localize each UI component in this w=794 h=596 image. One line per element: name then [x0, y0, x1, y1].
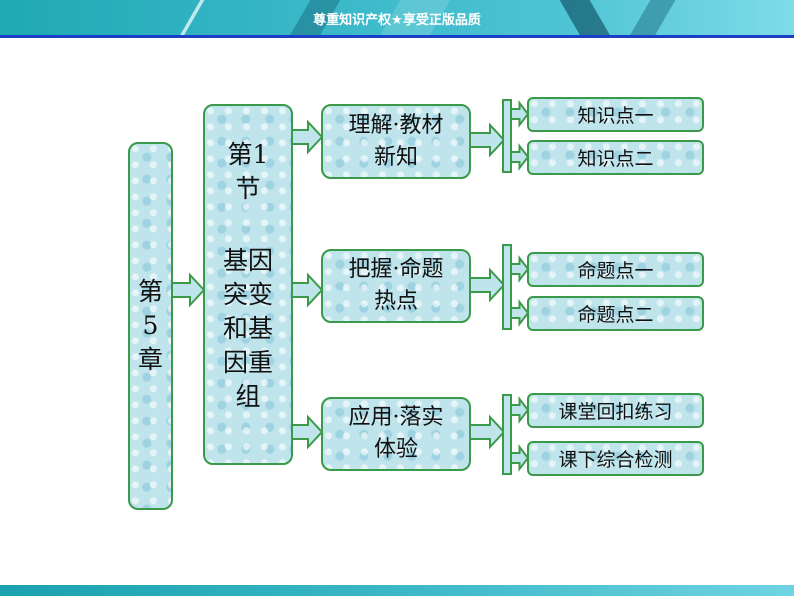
group-label: 把握·命题	[348, 257, 444, 282]
bracket	[502, 394, 512, 475]
banner-divider	[0, 35, 794, 38]
group-label: 理解·教材	[348, 112, 444, 138]
section-number: 第1	[227, 140, 269, 169]
leaf-class-practice[interactable]: 课堂回扣练习	[527, 393, 704, 428]
group-box-master[interactable]: 把握·命题 热点	[321, 249, 471, 323]
leaf-topic-1[interactable]: 命题点一	[527, 252, 704, 287]
group-box-apply[interactable]: 应用·落实 体验	[321, 397, 471, 471]
leaf-knowledge-1[interactable]: 知识点一	[527, 97, 704, 132]
leaf-topic-2[interactable]: 命题点二	[527, 296, 704, 331]
arrow-icon	[510, 444, 530, 472]
arrow-icon	[469, 122, 506, 158]
arrow-icon	[510, 396, 530, 424]
section-title-line: 突变	[222, 280, 273, 309]
footer-banner	[0, 585, 794, 596]
header-banner: 尊重知识产权★享受正版品质	[0, 0, 794, 36]
arrow-icon	[510, 100, 530, 128]
section-number: 节	[235, 174, 261, 203]
leaf-label: 课堂回扣练习	[558, 401, 673, 423]
section-title-line: 和基	[222, 314, 273, 343]
leaf-knowledge-2[interactable]: 知识点二	[527, 140, 704, 175]
section-box[interactable]: 第1 节 基因 突变 和基 因重 组	[203, 104, 293, 465]
banner-text: 尊重知识产权★享受正版品质	[313, 13, 481, 28]
arrow-icon	[291, 414, 324, 450]
group-label: 体验	[373, 437, 418, 462]
bracket	[502, 99, 512, 173]
chapter-line: 5	[142, 311, 159, 340]
bracket	[502, 244, 512, 330]
arrow-icon	[469, 267, 506, 303]
leaf-label: 知识点一	[577, 105, 654, 127]
arrow-icon	[291, 119, 324, 155]
chapter-box[interactable]: 第 5 章	[128, 142, 173, 510]
leaf-label: 课下综合检测	[558, 449, 673, 471]
leaf-after-class-test[interactable]: 课下综合检测	[527, 441, 704, 476]
arrow-icon	[510, 299, 530, 327]
arrow-icon	[510, 255, 530, 283]
group-label: 应用·落实	[348, 405, 444, 430]
arrow-icon	[171, 272, 206, 308]
leaf-label: 命题点一	[577, 260, 654, 282]
section-title-line: 组	[235, 382, 261, 411]
leaf-label: 知识点二	[577, 148, 654, 170]
group-label: 新知	[373, 144, 418, 170]
leaf-label: 命题点二	[577, 304, 654, 326]
arrow-icon	[291, 272, 324, 308]
group-label: 热点	[373, 289, 418, 314]
arrow-icon	[510, 143, 530, 171]
group-box-understand[interactable]: 理解·教材 新知	[321, 104, 471, 179]
section-title-line: 基因	[222, 246, 273, 275]
arrow-icon	[469, 414, 506, 450]
chapter-line: 第	[137, 277, 163, 306]
section-title-line: 因重	[222, 348, 273, 377]
chapter-line: 章	[137, 345, 163, 374]
